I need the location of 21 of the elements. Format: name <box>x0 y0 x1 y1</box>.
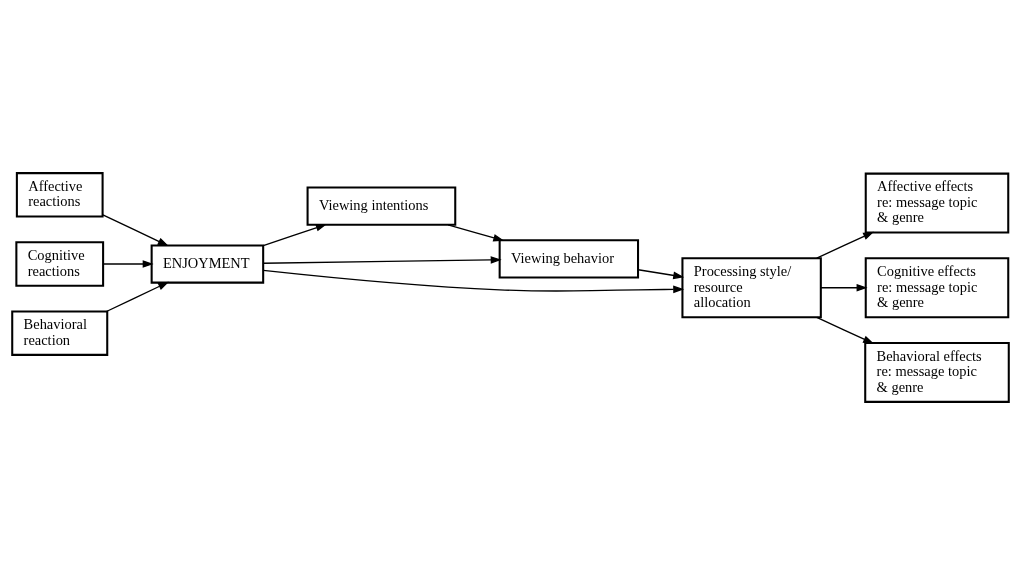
node-box: Viewing intentions <box>306 186 457 226</box>
arrow <box>816 231 875 259</box>
arrow <box>105 281 170 313</box>
node-box: Affective reactions <box>15 172 104 218</box>
arrow <box>102 260 154 268</box>
node-box: ENJOYMENT <box>150 244 265 284</box>
arrow <box>820 283 868 292</box>
node-box: Behavioral effects re: message topic & genre <box>864 341 1010 403</box>
node-box: Cognitive reactions <box>15 241 105 287</box>
node-box: Behavioral reaction <box>11 310 109 356</box>
arrow <box>637 269 685 280</box>
arrow <box>262 224 327 247</box>
node-box: Affective effects re: message topic & genre <box>864 172 1010 234</box>
arrow <box>447 224 505 242</box>
arrow <box>102 214 169 247</box>
node-box: Processing style/ resource allocation <box>681 257 822 319</box>
arrow <box>816 316 875 344</box>
arrow <box>262 256 502 264</box>
node-box: Viewing behavior <box>498 239 640 279</box>
arrow <box>262 269 685 294</box>
node-box: Cognitive effects re: message topic & genre <box>864 257 1010 319</box>
